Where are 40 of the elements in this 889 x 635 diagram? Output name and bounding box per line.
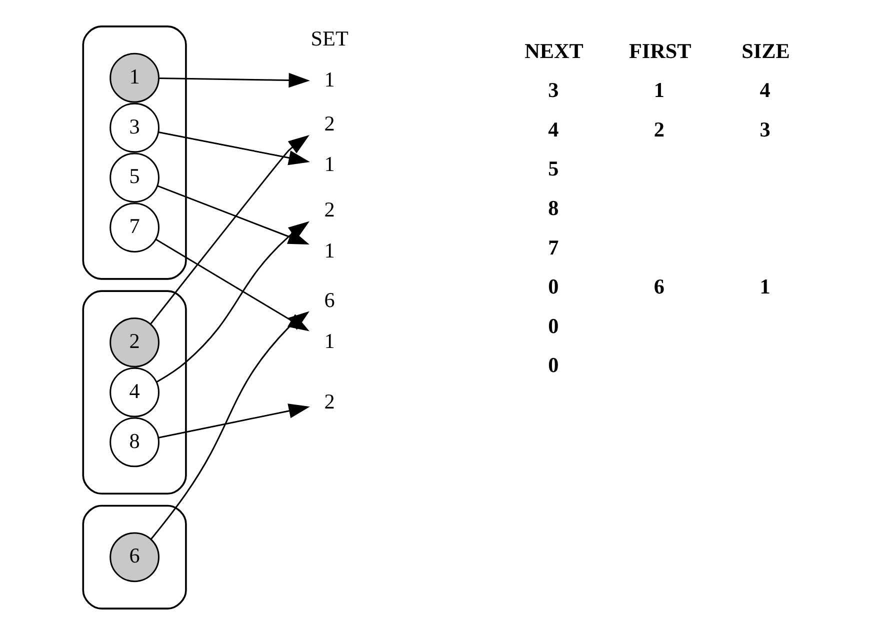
label: SET	[310, 26, 348, 51]
node-text: 2	[324, 390, 335, 414]
node-text: 1	[324, 152, 335, 176]
label: 0	[548, 274, 559, 299]
node-text: 2	[324, 198, 335, 222]
cluster	[82, 290, 187, 495]
arrow	[158, 132, 310, 166]
node-text: 1	[324, 329, 335, 354]
node-circle: 1	[110, 52, 160, 103]
node-text: 1	[324, 67, 335, 92]
arrow	[158, 404, 310, 438]
label: 2	[654, 117, 664, 142]
node-circle: 4	[110, 367, 160, 418]
arrow	[158, 72, 310, 88]
node-circle: 3	[110, 102, 160, 153]
node-text: 1	[324, 238, 335, 262]
node-circle: 8	[110, 417, 160, 468]
label: 4	[760, 78, 770, 102]
label: 0	[548, 353, 559, 378]
label: 8	[548, 196, 559, 220]
label: 3	[548, 78, 559, 102]
label: 0	[548, 314, 559, 338]
cluster	[82, 504, 187, 610]
label: 6	[654, 274, 664, 299]
label: SIZE	[742, 38, 790, 63]
label: 5	[548, 156, 559, 181]
label: 1	[760, 274, 770, 299]
label: NEXT	[524, 38, 584, 63]
label: FIRST	[628, 38, 692, 63]
node-circle: 5	[110, 152, 160, 203]
label: 3	[760, 117, 770, 142]
node-circle: 6	[110, 532, 160, 582]
node-text: 2	[324, 111, 335, 136]
label: 7	[548, 235, 559, 260]
label: 1	[654, 78, 664, 102]
node-circle: 2	[110, 318, 160, 368]
node-circle: 7	[110, 202, 160, 252]
node-text: 6	[324, 288, 335, 312]
cluster	[82, 26, 187, 280]
label: 4	[548, 117, 559, 142]
